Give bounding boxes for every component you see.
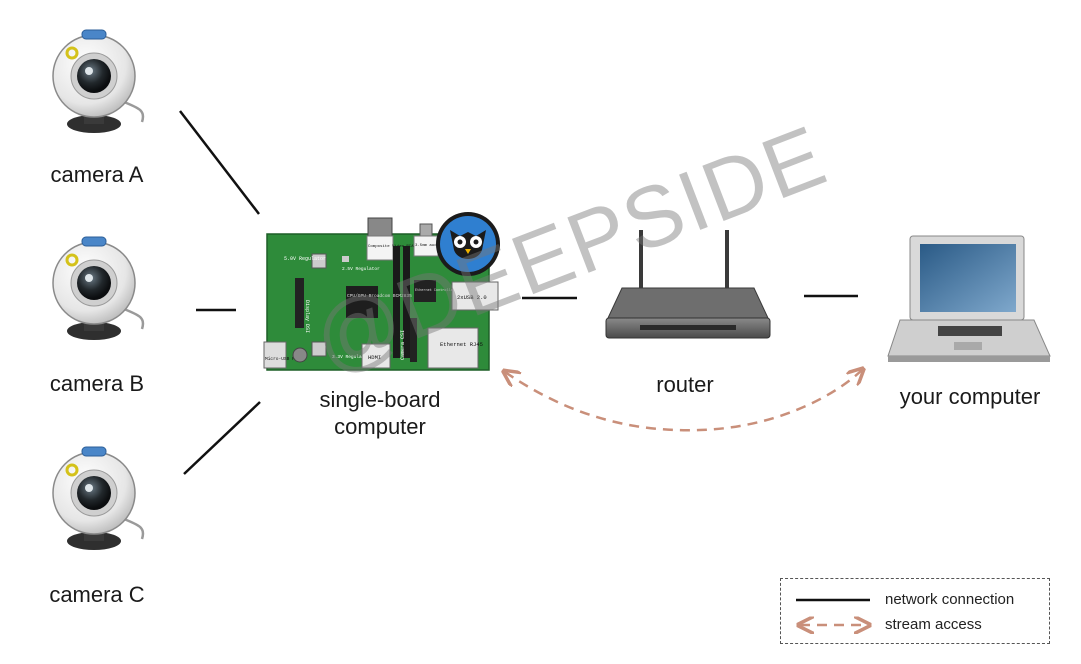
legend-stream-label: stream access: [885, 616, 982, 633]
owl-logo-icon: [436, 212, 500, 276]
camera-b-label: camera B: [49, 371, 145, 396]
board-label: Ethernet RJ45: [440, 341, 483, 348]
webcam-icon: [52, 236, 145, 340]
webcam-icon: [52, 446, 145, 550]
sbc-label: single-board computer: [319, 387, 441, 439]
laptop-icon: [887, 235, 1051, 362]
connection-camera-a: [179, 110, 260, 215]
board-label: 3.3V Regulator: [332, 354, 370, 360]
board-label: Composite Video RCA: [368, 244, 414, 249]
legend-network-label: network connection: [885, 591, 1015, 608]
board-label: 5.0V Regulator: [284, 256, 326, 262]
stream-access-arrow: [505, 370, 862, 432]
board-label: Micro-USB Power: [265, 356, 306, 362]
board-label: 2.5V Regulator: [342, 266, 380, 272]
board-label: CPU/GPU Broadcom BCM2835: [347, 293, 412, 299]
board-label: 2xUSB 2.0: [457, 294, 487, 301]
your-computer-label: your computer: [899, 384, 1041, 409]
board-label: Camera CSI: [400, 330, 406, 360]
board-label: Ethernet Controller: [415, 288, 455, 293]
router-icon: [605, 230, 771, 339]
board-icon: 5.0V Regulator Display DSI Composite Vid…: [263, 212, 500, 371]
legend: [780, 578, 1050, 644]
camera-c-label: camera C: [49, 582, 145, 607]
board-label: 3.5mm audio out: [415, 243, 451, 248]
webcam-icon: [52, 29, 145, 133]
connection-camera-c: [183, 401, 261, 475]
board-label: HDMI: [368, 354, 381, 361]
router-label: router: [656, 372, 714, 397]
board-label: Display DSI: [304, 300, 310, 333]
camera-a-label: camera A: [50, 162, 144, 187]
